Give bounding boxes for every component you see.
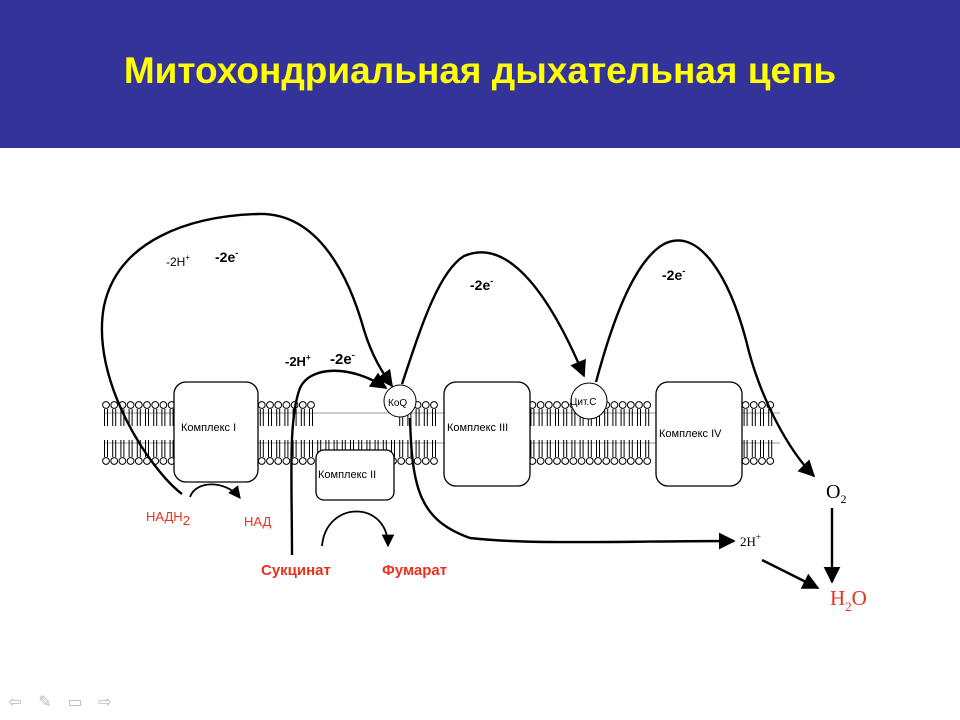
label-2e-arc1: -2e-: [470, 276, 493, 293]
complex-iv-label: Комплекс IV: [659, 428, 722, 440]
koq-label: КоQ: [388, 398, 407, 409]
slide-header: Митохондриальная дыхательная цепь: [0, 0, 960, 148]
h2o-label: H2O: [830, 586, 867, 614]
slide-navigation: ⇦ ✎ ▭ ⇨: [4, 690, 134, 712]
slide-title: Митохондриальная дыхательная цепь: [123, 50, 837, 91]
arrow-koq-to-cyt: [400, 251, 586, 385]
label-2e-top: -2e-: [215, 248, 238, 265]
arrow-succinate-to-koq: [290, 369, 388, 556]
arrow-koq-to-protons: [408, 417, 736, 550]
fumarate-label: Фумарат: [382, 562, 447, 579]
complex-ii-box: [315, 449, 395, 501]
o2-label: O2: [826, 481, 846, 506]
arrow-nadh-to-nad: [189, 483, 241, 499]
complex-ii-label: Комплекс II: [318, 469, 376, 481]
nad-label: НАД: [244, 514, 271, 529]
respiratory-chain-diagram: Комплекс I Комплекс II Комплекс III Комп…: [100, 212, 867, 614]
complex-iii-label: Комплекс III: [447, 422, 508, 434]
label-2h-top: -2H+: [166, 253, 190, 269]
label-2e-mid: -2e-: [330, 350, 355, 368]
next-slide-icon[interactable]: ⇨: [98, 691, 112, 711]
cyt-c-label: Цит.С: [570, 397, 596, 408]
prev-slide-icon[interactable]: ⇦: [8, 691, 22, 711]
koq-carrier: [383, 384, 417, 418]
complex-i-box: [173, 381, 259, 483]
arrow-cyt-to-o2: [594, 239, 816, 478]
menu-icon[interactable]: ▭: [67, 691, 83, 711]
nadh-label: НАДН2: [146, 509, 190, 528]
label-2e-arc2: -2e-: [662, 266, 685, 283]
complex-iii-box: [443, 381, 531, 487]
complex-iv-box: [655, 381, 743, 487]
complex-i-label: Комплекс I: [181, 422, 236, 434]
arrow-succinate-to-fumarate: [321, 510, 395, 548]
arrow-protons-to-h2o: [761, 558, 820, 590]
pen-icon[interactable]: ✎: [38, 691, 52, 711]
succinate-label: Сукцинат: [261, 562, 331, 579]
protons-label: 2H+: [740, 532, 761, 549]
label-2h-mid: -2H+: [285, 353, 311, 369]
arrow-nadh-to-koq: [100, 212, 393, 495]
cyt-c-carrier: [570, 382, 608, 420]
